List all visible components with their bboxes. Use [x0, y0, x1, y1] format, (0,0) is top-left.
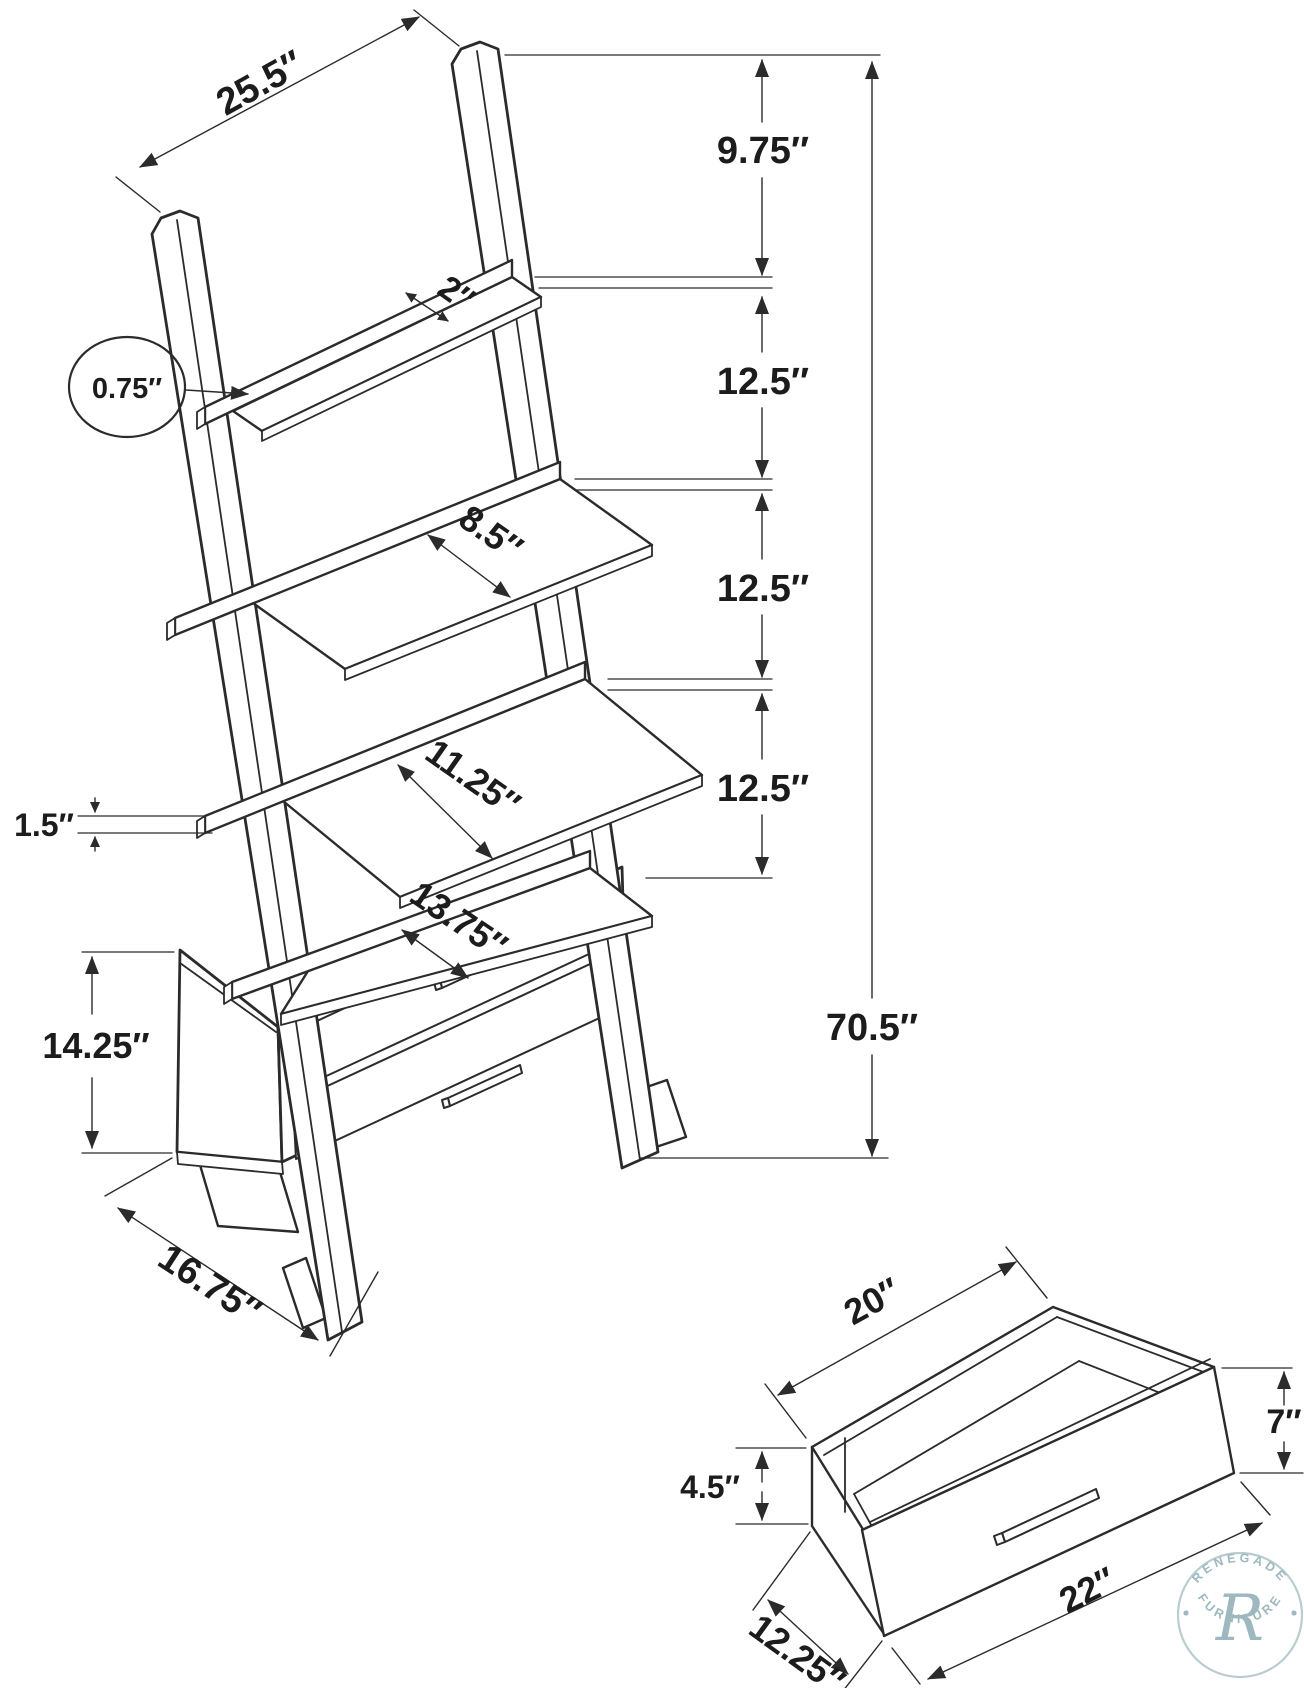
watermark-monogram: R [1215, 1582, 1264, 1656]
right-rail-crease [476, 50, 641, 1161]
watermark-dot-left [1183, 1610, 1189, 1616]
dim-label-overall-height: 70.5″ [826, 1007, 918, 1049]
watermark: RENEGADE FURNITURE R [1176, 1551, 1304, 1679]
dim-lip-height: 1.5″ [14, 797, 213, 852]
drawer-box [810, 1305, 1236, 1638]
drawer-right-wall-base [1078, 1360, 1174, 1399]
drawer-detail: 20″ 7″ 4.5″ 12.25″ 22″ [680, 1246, 1304, 1688]
shelf-3-lip-cap [196, 815, 206, 839]
dim-label-drawer-depth: 12.25″ [742, 1606, 853, 1688]
left-rail [150, 209, 364, 1342]
dim-label-drawer-front-height: 7″ [1266, 1403, 1301, 1441]
shelf-2-lip-cap [166, 617, 176, 641]
watermark-ring [1176, 1551, 1304, 1679]
drawer-back-rim-inner [823, 1316, 1058, 1456]
dim-label-lip-height: 1.5″ [14, 807, 74, 843]
shelf-1-edge [261, 296, 542, 442]
dim-label-cabinet-height: 14.25″ [42, 1025, 149, 1066]
dim-label-drawer-side-height: 4.5″ [680, 1469, 740, 1505]
drawer-front-panel [860, 1365, 1236, 1638]
cabinet-bottom-strip [176, 1151, 284, 1175]
shelf-1-surface [231, 275, 543, 433]
shelf-1-lip-cap [196, 406, 206, 430]
dim-label-board-thickness: 0.75″ [92, 373, 162, 405]
dim-top-width: 25.5″ [115, 9, 460, 213]
main-unit [150, 40, 704, 1342]
dim-label-drawer-front-width: 22″ [1052, 1559, 1122, 1622]
drawer-back-rim-outer [810, 1305, 1055, 1449]
shelf-3-edge [399, 774, 703, 909]
dim-label-drawer-inner-width: 20″ [837, 1269, 907, 1333]
watermark-dot-right [1291, 1610, 1297, 1616]
dim-label-spacing-2: 12.5″ [717, 568, 809, 610]
drawer-back-wall-base [853, 1360, 1080, 1495]
drawer-front-panel-top-edge [869, 1358, 1211, 1523]
drawer-right-rim-inner [1056, 1316, 1207, 1374]
dim-label-gap-top: 9.75″ [717, 130, 809, 172]
dim-overall-height: 70.5″ [639, 61, 918, 1159]
dim-board-thickness: 0.75″ [67, 335, 249, 439]
shelf-1 [196, 258, 543, 442]
under-cabinet-foot [198, 1163, 300, 1234]
dimensions-main: 25.5″ 9.75″ 12.5″ 12.5″ 12.5″ [14, 9, 918, 1357]
left-rail-crease [176, 219, 343, 1333]
dim-label-spacing-3: 12.5″ [717, 768, 809, 810]
dim-right-chain: 9.75″ 12.5″ 12.5″ 12.5″ [504, 54, 881, 879]
dim-label-spacing-1: 12.5″ [717, 361, 809, 403]
dim-label-base-depth: 16.75″ [151, 1236, 269, 1333]
shelf-2-edge [344, 544, 653, 681]
dim-cabinet-height: 14.25″ [42, 951, 175, 1154]
drawer-right-rim-outer [1051, 1305, 1216, 1369]
dim-label-top-width: 25.5″ [210, 43, 311, 124]
shelf-4-lip-cap [223, 981, 233, 1005]
drawer-handle-2 [441, 1064, 523, 1109]
